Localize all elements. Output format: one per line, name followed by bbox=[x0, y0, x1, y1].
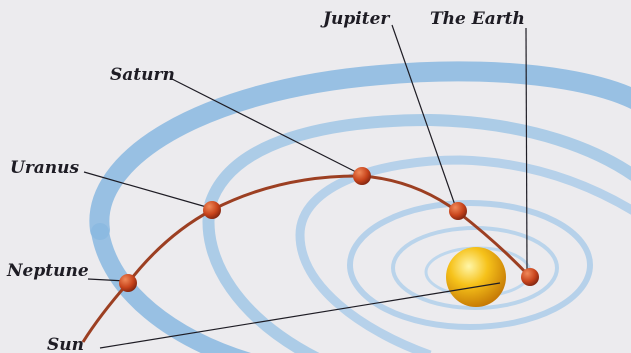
leader-sun bbox=[99, 282, 501, 349]
planet-neptune bbox=[119, 274, 137, 292]
orbit-ring-2-lower bbox=[202, 203, 320, 353]
orbit-ring-3 bbox=[295, 155, 631, 236]
label-uranus: Uranus bbox=[10, 158, 80, 178]
orbit-ring-3-lower bbox=[295, 234, 432, 353]
orbit-ring-4 bbox=[347, 200, 593, 330]
label-saturn: Saturn bbox=[110, 65, 175, 85]
orbit-ring-outer-lower bbox=[91, 223, 252, 353]
planet-uranus bbox=[203, 201, 221, 219]
leader-jupiter bbox=[391, 24, 457, 209]
label-neptune: Neptune bbox=[6, 261, 89, 281]
orbit-ring-outer bbox=[89, 61, 631, 240]
orbit-ring-5 bbox=[391, 226, 559, 310]
orbit-rings bbox=[89, 61, 631, 353]
label-jupiter: Jupiter bbox=[320, 9, 390, 29]
planet-saturn bbox=[353, 167, 371, 185]
leader-earth bbox=[525, 27, 528, 273]
sun-body bbox=[446, 247, 506, 307]
planet-earth bbox=[521, 268, 539, 286]
planets bbox=[119, 167, 539, 292]
leader-saturn bbox=[171, 78, 361, 175]
leader-uranus bbox=[83, 171, 211, 209]
orbit-ring-2 bbox=[204, 113, 631, 208]
label-sun: Sun bbox=[47, 335, 84, 353]
planet-jupiter bbox=[449, 202, 467, 220]
label-earth: The Earth bbox=[430, 9, 525, 29]
